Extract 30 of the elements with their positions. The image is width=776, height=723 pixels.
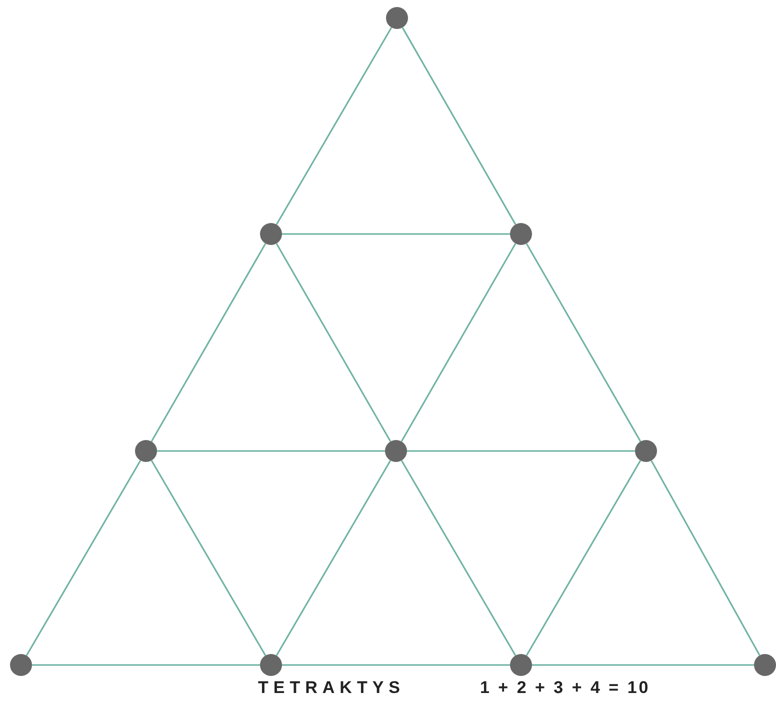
connector-line [407, 450, 635, 452]
dot [260, 654, 282, 676]
connector-line [276, 460, 392, 656]
dot [754, 654, 776, 676]
connector-line [276, 243, 392, 442]
dot [510, 223, 532, 245]
connector-line [532, 664, 754, 666]
connector-line [157, 450, 385, 452]
connector-line [150, 460, 266, 656]
dot [10, 654, 32, 676]
figure-title: TETRAKTYS [258, 678, 405, 698]
connector-line [282, 664, 510, 666]
connector-line [526, 243, 642, 442]
dot [385, 440, 407, 462]
dot [510, 654, 532, 676]
connector-line [400, 460, 516, 656]
dot [135, 440, 157, 462]
connector-line [150, 243, 266, 442]
connector-line [402, 27, 516, 225]
connector-line [526, 460, 642, 656]
connector-line [32, 664, 260, 666]
connector-line [400, 243, 516, 442]
connector-line [650, 460, 760, 656]
dot [635, 440, 657, 462]
dot [386, 7, 408, 29]
dot [260, 223, 282, 245]
connector-line [26, 460, 142, 656]
connector-line [282, 233, 510, 235]
connector-line [276, 27, 392, 225]
sum-formula: 1 + 2 + 3 + 4 = 10 [480, 678, 650, 698]
